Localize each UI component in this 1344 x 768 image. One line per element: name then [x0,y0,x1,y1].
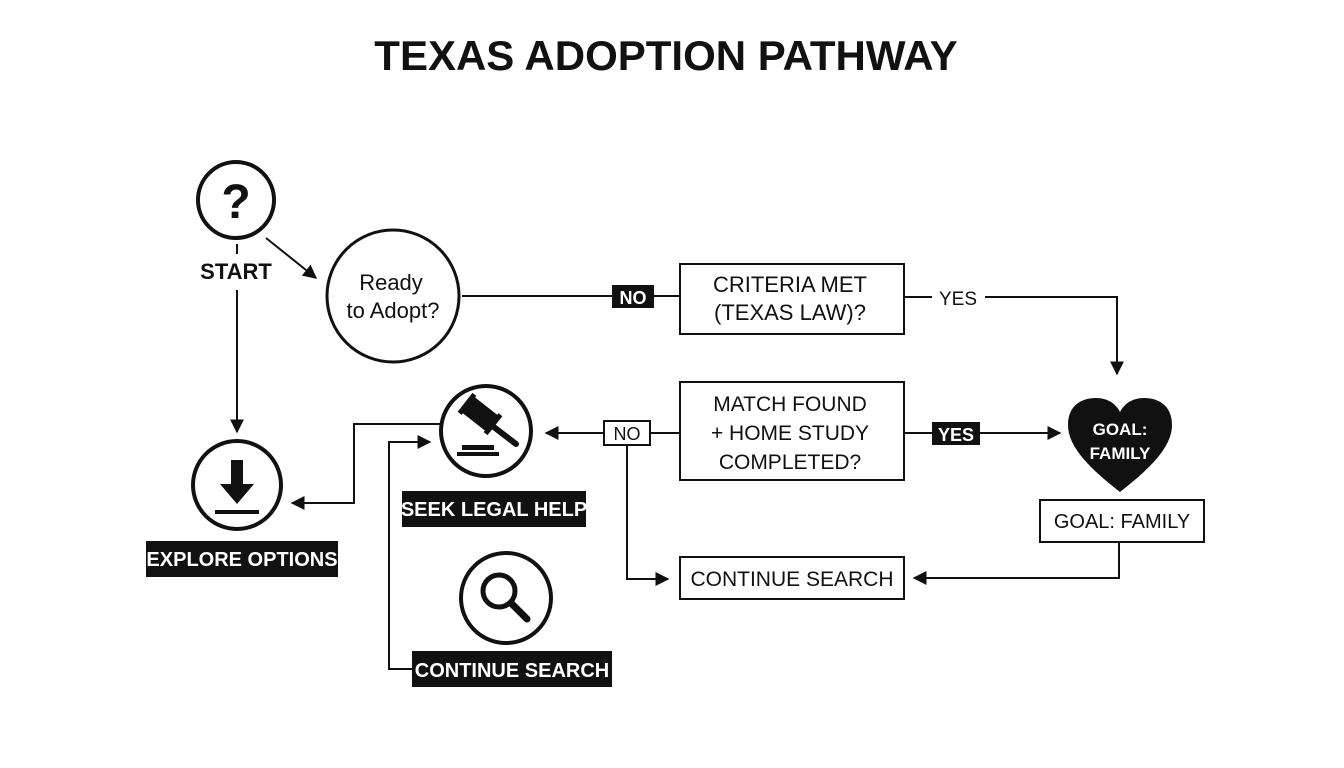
no-badge-ready: NO [612,285,654,308]
download-icon [215,460,259,514]
match-line-2: + HOME STUDY [711,422,869,445]
yes-badge-match: YES [932,422,980,445]
criteria-box[interactable]: CRITERIA MET (TEXAS LAW)? [679,263,905,335]
no-badge-ready-text: NO [620,288,647,308]
explore-node[interactable]: EXPLORE OPTIONS [146,439,338,577]
heart-line-2: FAMILY [1090,444,1151,463]
yes-label-criteria: YES [939,289,977,310]
heart-icon [1068,398,1172,492]
yes-badge-match-text: YES [938,425,974,445]
start-label: START [200,259,272,284]
legal-node[interactable]: SEEK LEGAL HELP [401,384,587,527]
legal-label: SEEK LEGAL HELP [401,499,587,521]
ready-line-2: to Adopt? [347,298,440,323]
no-badge-match: NO [603,420,651,446]
goal-family-box[interactable]: GOAL: FAMILY [1039,499,1205,543]
match-box[interactable]: MATCH FOUND + HOME STUDY COMPLETED? [679,381,905,481]
magnifier-icon [480,572,531,623]
ready-line-1: Ready [359,270,423,295]
continue-search-box[interactable]: CONTINUE SEARCH [679,556,905,600]
criteria-line-1: CRITERIA MET [713,272,867,297]
no-badge-match-text: NO [614,424,641,444]
goal-heart[interactable]: GOAL: FAMILY [1068,398,1172,492]
continue-search-box-text: CONTINUE SEARCH [690,568,893,591]
page-title: TEXAS ADOPTION PATHWAY [374,32,957,79]
continue-search-node-label: CONTINUE SEARCH [415,660,609,682]
ready-decision[interactable]: Ready to Adopt? [325,228,461,364]
gavel-icon [457,392,519,456]
match-line-3: COMPLETED? [719,451,861,474]
heart-line-1: GOAL: [1093,420,1148,439]
criteria-line-2: (TEXAS LAW)? [714,300,866,325]
goal-family-box-text: GOAL: FAMILY [1054,511,1190,533]
continue-search-node[interactable]: CONTINUE SEARCH [412,551,612,687]
match-line-1: MATCH FOUND [713,393,867,416]
connectors [230,237,1124,670]
explore-label: EXPLORE OPTIONS [146,549,337,571]
start-node[interactable]: ? START [196,160,276,284]
question-icon: ? [221,176,250,229]
